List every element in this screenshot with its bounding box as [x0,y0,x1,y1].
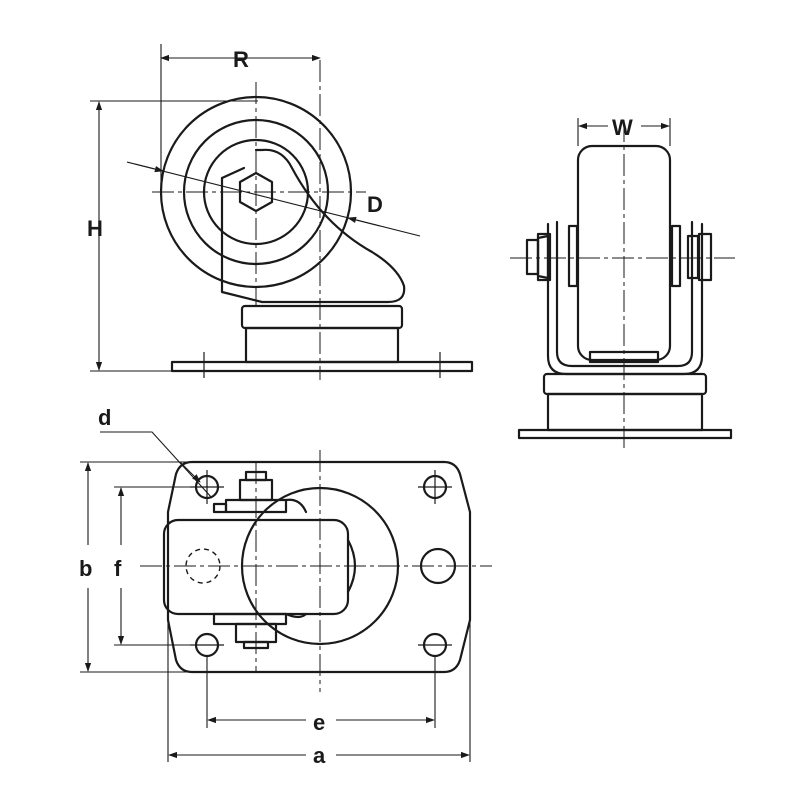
front-top-plate [517,428,733,440]
dimension-b-label: b [79,556,92,581]
dimension-d-leader [100,431,213,499]
dimension-d-label: d [98,405,111,430]
dimension-e-label: e [313,710,325,735]
top-view: b f d e a [79,405,492,768]
side-view: H R D [87,44,474,380]
front-fork [555,220,694,368]
dimension-f-label: f [114,556,122,581]
front-swivel-body [546,392,704,432]
side-swivel-body [244,326,400,364]
front-right-nut [697,232,713,282]
front-view: W [510,115,735,452]
side-top-plate [170,360,474,373]
dimension-R-label: R [233,47,249,72]
dimension-D-label: D [367,192,383,217]
top-plate-outline [166,460,472,674]
front-left-nut [525,238,540,276]
dimension-W-label: W [612,115,633,140]
side-fork-leg [220,148,406,304]
dimension-H-label: H [87,216,103,241]
side-swivel-ring [240,304,404,330]
dimension-a-label: a [313,743,326,768]
